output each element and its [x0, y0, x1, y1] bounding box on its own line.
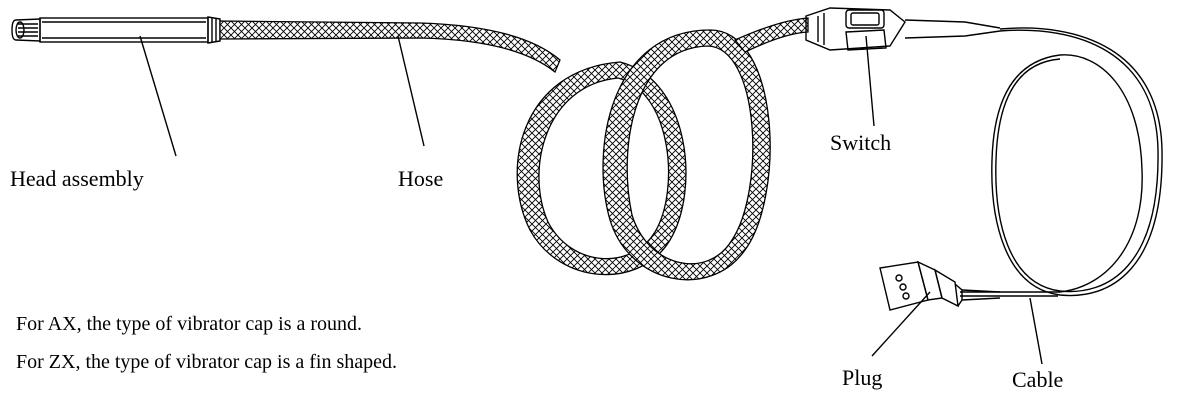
leader-plug — [872, 292, 930, 356]
label-cable: Cable — [1012, 367, 1063, 392]
label-head-assembly: Head assembly — [10, 166, 144, 191]
switch — [806, 8, 1000, 50]
head-assembly — [12, 17, 220, 43]
label-hose: Hose — [398, 166, 443, 191]
leader-hose — [398, 36, 424, 146]
plug — [880, 262, 1000, 310]
note-zx: For ZX, the type of vibrator cap is a fi… — [16, 351, 397, 373]
label-plug: Plug — [842, 365, 882, 390]
label-switch: Switch — [830, 130, 891, 155]
cable — [960, 28, 1162, 296]
hose — [220, 18, 808, 280]
leader-cable — [1030, 298, 1042, 364]
note-ax: For AX, the type of vibrator cap is a ro… — [16, 313, 362, 335]
leader-head-assembly — [140, 36, 176, 156]
